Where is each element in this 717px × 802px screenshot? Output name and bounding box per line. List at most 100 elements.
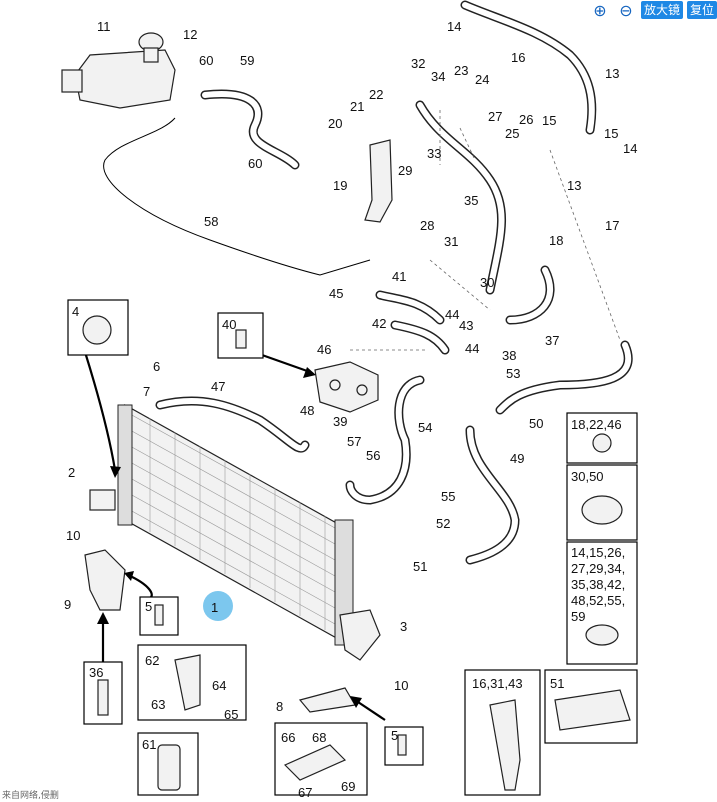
callout-67: 67 [298,785,312,800]
callout-5-right: 5 [391,728,398,743]
callout-53: 53 [506,366,520,381]
callout-47: 47 [211,379,225,394]
callout-10-right: 10 [394,678,408,693]
callout-57: 57 [347,434,361,449]
callout-6: 6 [153,359,160,374]
callout-9: 9 [64,597,71,612]
bracket [364,139,393,223]
callout-3: 3 [400,619,407,634]
callout-23: 23 [454,63,468,78]
callout-56: 56 [366,448,380,463]
callout-46: 46 [317,342,331,357]
callout-38: 38 [502,348,516,363]
coolant-hoses [155,0,633,565]
callout-69: 69 [341,779,355,794]
callout-54: 54 [418,420,432,435]
callout-48: 48 [300,403,314,418]
callout-64: 64 [212,678,226,693]
callout-68: 68 [312,730,326,745]
callout-18: 18 [549,233,563,248]
callout-27: 27 [488,109,502,124]
callout-1: 1 [211,600,218,615]
radiator-bracket-right [298,687,356,713]
callout-12: 12 [183,27,197,42]
expansion-tank [61,32,176,109]
legend-label-18-22-46: 18,22,46 [571,417,622,432]
callout-26: 26 [519,112,533,127]
callout-33: 33 [427,146,441,161]
callout-50: 50 [529,416,543,431]
radiator-bracket-left [84,549,126,611]
callout-28: 28 [420,218,434,233]
legend-label-clamps-1: 14,15,26, [571,545,625,560]
lower-mount-left [89,489,116,511]
callout-66: 66 [281,730,295,745]
callout-61: 61 [142,737,156,752]
thermostat-housing [314,361,379,413]
callout-44-top: 44 [445,307,459,322]
callout-13-top: 13 [605,66,619,81]
callout-5-left: 5 [145,599,152,614]
reset-button[interactable]: 复位 [686,1,717,19]
callout-51: 51 [413,559,427,574]
legend-label-16-31-43: 16,31,43 [472,676,523,691]
callout-43: 43 [459,318,473,333]
callout-49: 49 [510,451,524,466]
highlight-marker [203,591,233,621]
callout-32: 32 [411,56,425,71]
callout-60-bottom: 60 [248,156,262,171]
zoom-toolbar: ⊕ ⊖ 放大镜 复位 [589,0,717,20]
callout-60-top: 60 [199,53,213,68]
callout-45: 45 [329,286,343,301]
callout-31: 31 [444,234,458,249]
callout-11: 11 [97,19,111,34]
callout-41: 41 [392,269,406,284]
zoom-out-icon[interactable]: ⊖ [619,0,633,20]
callout-4: 4 [72,304,79,319]
callout-13-mid: 13 [567,178,581,193]
callout-24: 24 [475,72,489,87]
callout-20: 20 [328,116,342,131]
legend-label-clamps-5: 59 [571,609,585,624]
callout-14-right: 14 [623,141,637,156]
callout-14-top: 14 [447,19,461,34]
legend-label-30-50: 30,50 [571,469,604,484]
bleed-line [103,117,371,276]
callout-15-left: 15 [542,113,556,128]
watermark: 来自网络,侵删 [2,791,59,801]
callout-36: 36 [89,665,103,680]
callout-37: 37 [545,333,559,348]
lower-mount-right [339,609,381,661]
sensor-part [82,315,112,345]
callout-59: 59 [240,53,254,68]
callout-2: 2 [68,465,75,480]
legend-label-clamps-2: 27,29,34, [571,561,625,576]
callout-34: 34 [431,69,445,84]
callout-30: 30 [480,275,494,290]
callout-58: 58 [204,214,218,229]
callout-21: 21 [350,99,364,114]
callout-65: 65 [224,707,238,722]
callout-44-bottom: 44 [465,341,479,356]
callout-7: 7 [143,384,150,399]
callout-40: 40 [222,317,236,332]
legend-label-clamps-4: 48,52,55, [571,593,625,608]
legend-label-clamps-3: 35,38,42, [571,577,625,592]
callout-22: 22 [369,87,383,102]
zoom-button[interactable]: 放大镜 [640,1,683,19]
coolant-bottle [157,744,181,791]
callout-55: 55 [441,489,455,504]
callout-62: 62 [145,653,159,668]
callout-35: 35 [464,193,478,208]
callout-10-left: 10 [66,528,80,543]
callout-8: 8 [276,699,283,714]
callout-42: 42 [372,316,386,331]
callout-39: 39 [333,414,347,429]
callout-63: 63 [151,697,165,712]
callout-29: 29 [398,163,412,178]
zoom-in-icon[interactable]: ⊕ [593,0,607,20]
callout-25: 25 [505,126,519,141]
callout-16: 16 [511,50,525,65]
callout-19: 19 [333,178,347,193]
